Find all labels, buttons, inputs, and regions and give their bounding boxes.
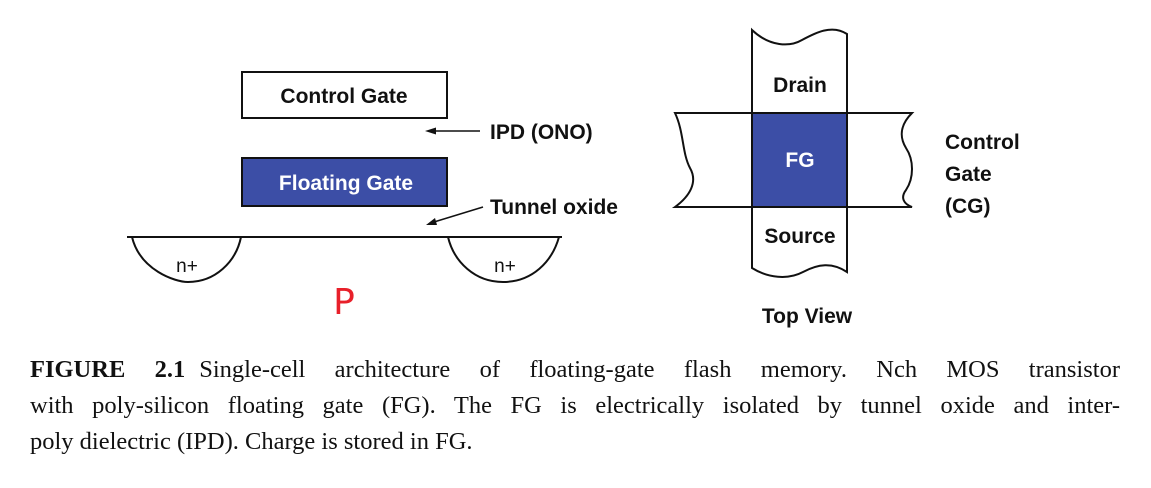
cross-section-view: Control Gate Floating Gate IPD (ONO) Tun… [127, 71, 618, 323]
floating-gate-label: Floating Gate [279, 172, 413, 195]
control-gate-cg-line1: Control [945, 131, 1020, 154]
n-plus-left-region [131, 236, 242, 284]
control-gate-label: Control Gate [280, 85, 407, 108]
n-plus-right-region [447, 236, 560, 284]
floating-gate-box [241, 157, 448, 207]
flash-cell-diagram: Control Gate Floating Gate IPD (ONO) Tun… [127, 27, 1020, 328]
tunnel-oxide-label: Tunnel oxide [490, 196, 618, 219]
control-gate-cg-line3: (CG) [945, 195, 991, 218]
source-label: Source [764, 225, 835, 248]
caption-line-3: poly dielectric (IPD). Charge is stored … [30, 428, 473, 455]
floating-gate-top-box [752, 113, 847, 207]
substrate-p-label: P [333, 282, 355, 323]
control-gate-box [241, 71, 448, 119]
caption-line-2: with poly-silicon floating gate (FG). Th… [30, 392, 1120, 419]
drain-label: Drain [773, 74, 827, 97]
figure-number: FIGURE 2.1 [30, 356, 186, 383]
n-plus-right-label: n+ [494, 256, 516, 277]
ipd-arrow [425, 127, 480, 135]
ipd-label: IPD (ONO) [490, 121, 593, 144]
caption-line-1: FIGURE 2.1 Single-cell architecture of fl… [30, 352, 1120, 388]
n-plus-left-label: n+ [176, 256, 198, 277]
caption-line-1-text: Single-cell architecture of floating-gat… [199, 356, 1120, 383]
top-view-title: Top View [762, 305, 853, 328]
tunnel-oxide-arrow [426, 206, 484, 225]
fg-label: FG [785, 149, 814, 172]
top-view: Drain FG Source Control Gate (CG) Top Vi… [671, 27, 1020, 328]
figure-caption: FIGURE 2.1 Single-cell architecture of fl… [30, 352, 1120, 460]
control-gate-cg-line2: Gate [945, 163, 992, 186]
